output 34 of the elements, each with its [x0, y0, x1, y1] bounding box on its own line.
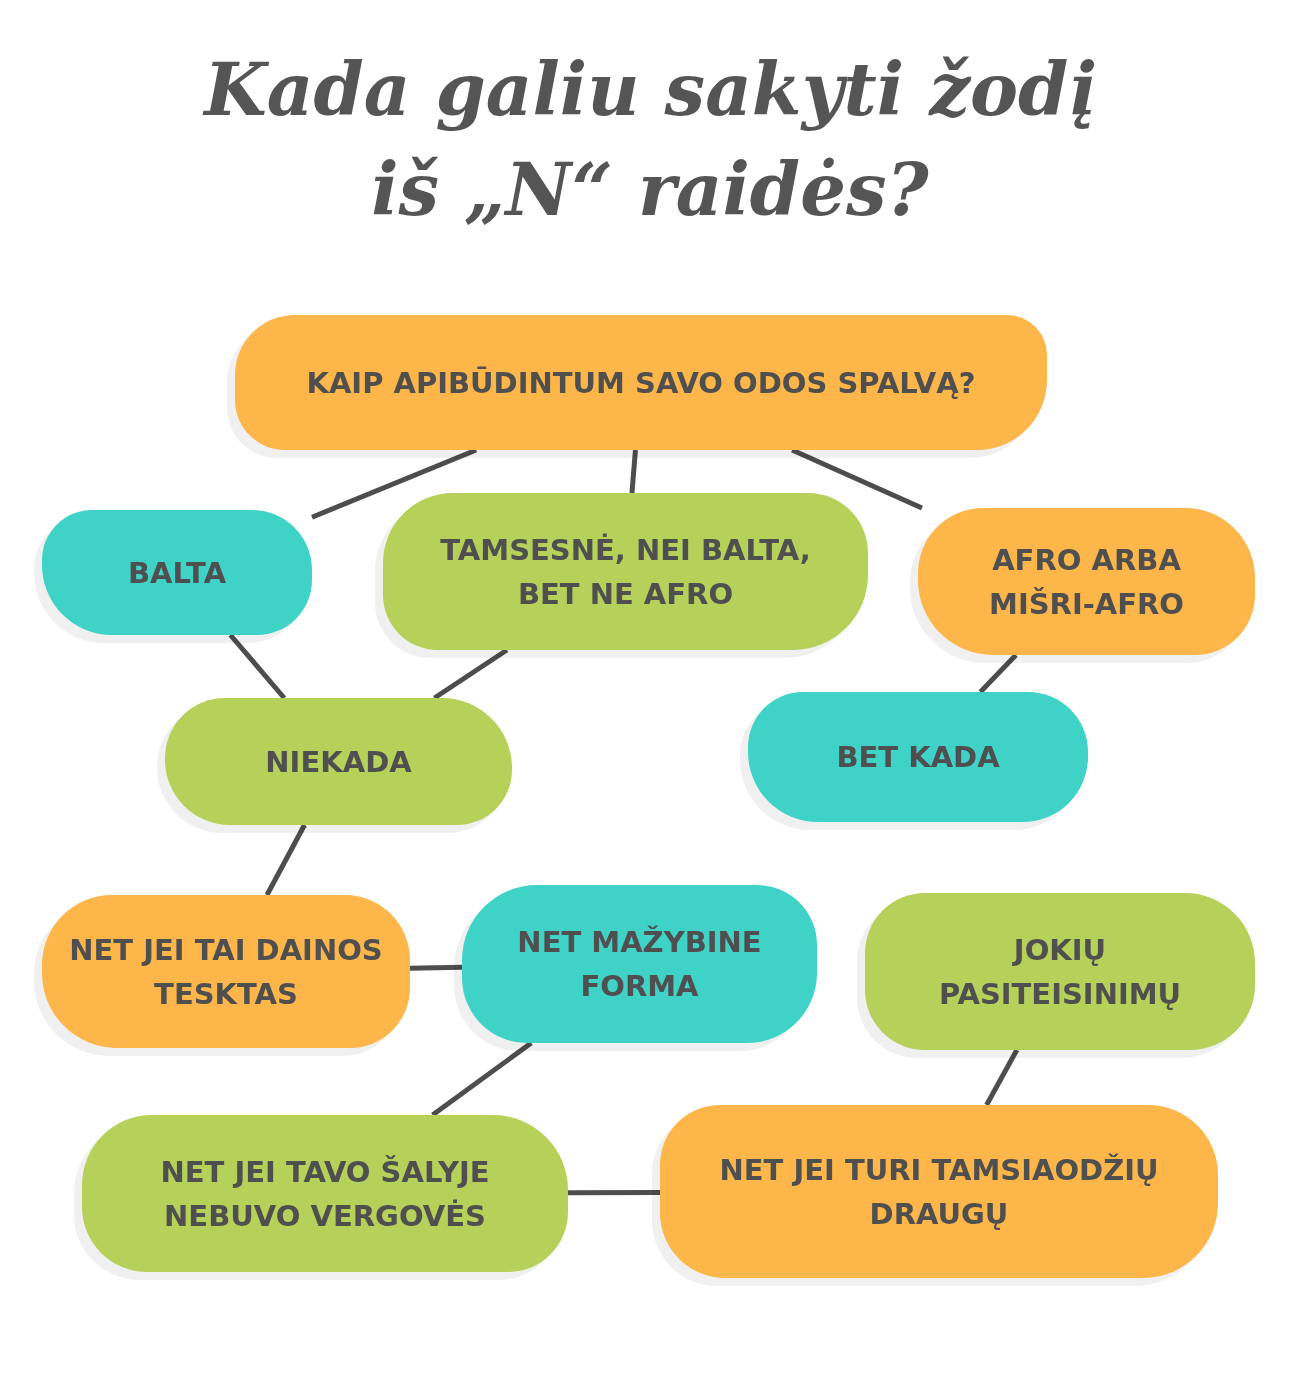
connector-line: [431, 1041, 533, 1117]
connector-line: [311, 447, 478, 520]
connector-line: [984, 1048, 1019, 1107]
connector-line: [978, 653, 1018, 694]
rounded-blob-box: [660, 1105, 1218, 1278]
connector-line: [264, 823, 307, 897]
rounded-blob-box: [165, 698, 512, 825]
rounded-blob-box: [748, 692, 1088, 822]
node-text: AFRO ARBA MIŠRI-AFRO: [988, 541, 1185, 623]
rounded-blob-box: [82, 1115, 568, 1272]
connector-line: [568, 1189, 660, 1196]
rounded-blob-box: [42, 510, 312, 635]
rounded-blob-box: [918, 508, 1255, 655]
node-text: JOKIŲ PASITEISINIMŲ: [937, 931, 1183, 1013]
connector-line: [791, 447, 923, 511]
node-text: KAIP APIBŪDINTUM SAVO ODOS SPALVĄ?: [306, 364, 976, 402]
node-text: NET JEI TURI TAMSIAODŽIŲ DRAUGŲ: [718, 1151, 1160, 1233]
rounded-blob-box: [235, 315, 1047, 450]
node-text: BET KADA: [836, 739, 1000, 776]
connector-line: [433, 647, 509, 701]
node-text: NET JEI TAVO ŠALYJE NEBUVO VERGOVĖS: [159, 1153, 491, 1235]
node-text: BALTA: [127, 554, 227, 592]
node-text: NET JEI TAI DAINOS TESKTAS: [68, 931, 384, 1013]
rounded-blob-box: [42, 895, 410, 1048]
rounded-blob-box: [383, 493, 868, 650]
rounded-blob-box: [865, 893, 1255, 1050]
node-text: NET MAŽYBINE FORMA: [516, 924, 763, 1005]
connector-line: [409, 964, 463, 971]
connector-line: [629, 449, 638, 494]
connector-line: [228, 633, 287, 700]
node-text: NIEKADA: [265, 743, 412, 781]
rounded-blob-box: [462, 885, 817, 1043]
node-text: TAMSESNĖ, NEI BALTA, BET NE AFRO: [439, 531, 812, 613]
title: Kada galiu sakyti žodį iš „N“ raidės?: [201, 46, 1097, 234]
